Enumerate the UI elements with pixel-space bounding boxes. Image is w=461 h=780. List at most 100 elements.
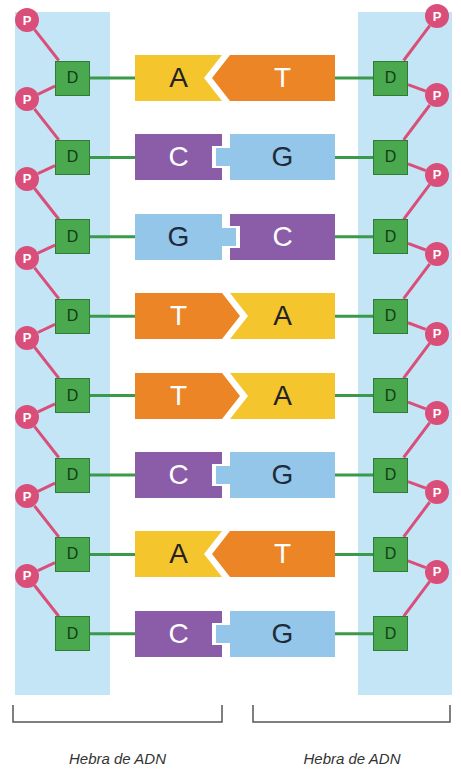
backbone-link (408, 482, 426, 489)
base-piece: T (205, 55, 335, 101)
base-outline (135, 373, 245, 419)
node-text: D (385, 70, 397, 86)
base-link (335, 235, 373, 238)
backbone-link (404, 581, 430, 616)
node-text: P (433, 327, 442, 340)
base-outline (205, 373, 335, 419)
base-outline (205, 214, 335, 260)
base-link (335, 632, 373, 635)
sugar-square: D (55, 537, 90, 572)
sugar-square: D (373, 140, 408, 175)
node-text: P (23, 252, 32, 265)
phosphate-circle: P (15, 246, 39, 270)
backbone-link (404, 105, 430, 140)
base-link (90, 394, 135, 397)
node-text: P (23, 93, 32, 106)
sugar-square: D (55, 378, 90, 413)
base-link (90, 235, 135, 238)
node-text: A (273, 302, 292, 330)
backbone-link (408, 323, 426, 330)
sugar-square: D (373, 616, 408, 651)
base-piece: T (135, 373, 245, 419)
backbone-link (34, 347, 58, 378)
node-text: D (67, 626, 79, 642)
sugar-square: D (55, 299, 90, 334)
node-text: D (67, 229, 79, 245)
strand-label: Hebra de ADN (15, 750, 220, 767)
node-text: P (23, 569, 32, 582)
node-text: C (168, 620, 188, 648)
node-text: D (67, 149, 79, 165)
backbone-link (408, 85, 426, 92)
node-text: D (385, 546, 397, 562)
phosphate-circle: P (425, 4, 449, 28)
base-piece: A (205, 293, 335, 339)
node-text: D (385, 626, 397, 642)
node-text: G (272, 461, 294, 489)
node-text: P (433, 486, 442, 499)
node-text: P (23, 490, 32, 503)
node-text: D (385, 308, 397, 324)
node-text: G (272, 620, 294, 648)
node-text: D (67, 308, 79, 324)
backbone-link (404, 264, 430, 299)
base-outline (135, 214, 245, 260)
base-piece: G (205, 452, 335, 498)
base-fill (230, 214, 335, 260)
base-fill (135, 531, 222, 577)
sugar-square: D (373, 378, 408, 413)
sugar-square: D (55, 219, 90, 254)
base-outline (135, 293, 245, 339)
backbone-link (34, 506, 58, 537)
strand-bracket (253, 705, 450, 722)
base-link (90, 77, 135, 80)
node-text: A (169, 64, 188, 92)
phosphate-circle: P (425, 401, 449, 425)
base-fill (135, 134, 222, 180)
node-text: G (168, 223, 190, 251)
backbone-link (408, 164, 426, 171)
node-text: D (67, 546, 79, 562)
node-text: G (272, 143, 294, 171)
base-link (335, 394, 373, 397)
node-text: P (433, 248, 442, 261)
node-text: D (67, 388, 79, 404)
base-link (335, 77, 373, 80)
sugar-square: D (55, 458, 90, 493)
phosphate-circle: P (425, 242, 449, 266)
base-link (90, 474, 135, 477)
base-fill (135, 293, 240, 339)
base-outline (205, 293, 335, 339)
phosphate-circle: P (15, 405, 39, 429)
base-link (90, 315, 135, 318)
sugar-square: D (373, 458, 408, 493)
node-text: A (273, 382, 292, 410)
node-text: D (385, 149, 397, 165)
base-piece: C (205, 214, 335, 260)
phosphate-circle: P (425, 560, 449, 584)
base-link (335, 315, 373, 318)
backbone-link (38, 563, 55, 571)
sugar-square: D (373, 537, 408, 572)
phosphate-circle: P (15, 564, 39, 588)
node-text: T (170, 382, 187, 410)
backbone-link (34, 188, 58, 219)
node-text: P (433, 89, 442, 102)
base-fill (135, 55, 222, 101)
backbone-link (404, 502, 430, 537)
node-text: T (274, 64, 291, 92)
backbone-link (34, 268, 58, 299)
backbone-link (404, 26, 430, 61)
sugar-square: D (373, 219, 408, 254)
backbone-link (34, 29, 58, 60)
base-link (90, 632, 135, 635)
base-outline (205, 452, 335, 498)
node-text: C (272, 223, 292, 251)
strand-label: Hebra de ADN (252, 750, 452, 767)
backbone-link (404, 423, 430, 458)
phosphate-circle: P (15, 326, 39, 350)
backbone-link (38, 245, 55, 253)
base-fill (212, 55, 335, 101)
backbone-link (38, 166, 55, 174)
base-link (335, 553, 373, 556)
